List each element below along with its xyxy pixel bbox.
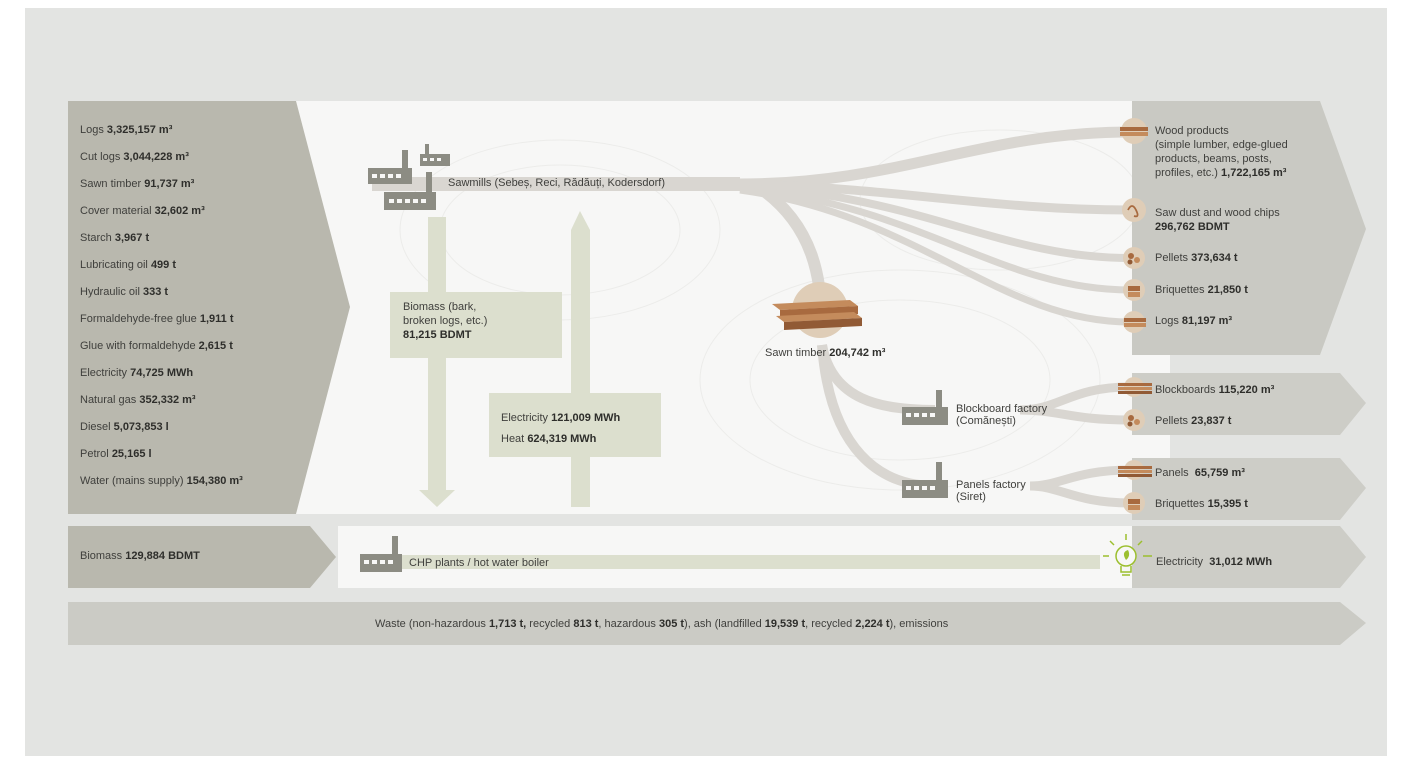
sawmills-label: Sawmills (Sebeș, Reci, Rădăuți, Kodersdo… [448,177,666,189]
energy-box [489,393,661,457]
briquettes-label: Briquettes 21,850 t [1155,284,1248,296]
briquettes-icon [1123,279,1145,301]
lightbulb-icon [1103,534,1152,576]
input-item: Hydraulic oil 333 t [80,286,169,298]
input-item: Sawn timber 91,737 m³ [80,178,195,190]
blockboard-pellets-label: Pellets 23,837 t [1155,415,1232,427]
input-item: Cut logs 3,044,228 m³ [80,151,189,163]
waste-label: Waste (non-hazardous 1,713 t, recycled 8… [375,618,949,630]
input-item: Natural gas 352,332 m³ [80,394,196,406]
blockboard-outputs-band [1132,373,1366,435]
input-item: Petrol 25,165 l [80,448,152,460]
input-item: Glue with formaldehyde 2,615 t [80,340,233,352]
sawn-timber-icon [772,300,862,330]
input-item: Water (mains supply) 154,380 m³ [80,475,243,487]
blockboards-icon [1118,377,1152,397]
input-item: Cover material 32,602 m³ [80,205,205,217]
sawdust-icon [1122,198,1146,222]
wood-products-icon [1120,118,1148,144]
panels-label: Panels 65,759 m³ [1155,467,1245,479]
input-item: Formaldehyde-free glue 1,911 t [80,313,234,325]
panels-outputs-band [1132,458,1366,520]
waste-band [68,602,1366,645]
electricity-output-label: Electricity 31,012 MWh [1156,556,1273,568]
input-item: Diesel 5,073,853 l [80,421,169,433]
biomass-down-arrow [419,217,455,507]
panels-factory-label: Panels factory (Siret) [956,479,1026,503]
panels-icon [1118,460,1152,480]
briquettes-2-icon [1123,492,1145,514]
energy-up-arrow [571,211,590,507]
logs-output-label: Logs 81,197 m³ [1155,315,1233,327]
biomass-internal-label: Biomass (bark, broken logs, etc.) 81,215… [403,301,488,341]
outputs-band [1132,101,1366,355]
input-item: Starch 3,967 t [80,232,150,244]
sawdust-label: Saw dust and wood chips 296,762 BDMT [1155,207,1280,233]
panels-briquettes-label: Briquettes 15,395 t [1155,498,1248,510]
logs-icon [1123,311,1146,333]
blockboards-label: Blockboards 115,220 m³ [1155,384,1275,396]
blockboard-factory-label: Blockboard factory (Comănești) [956,403,1048,427]
panels-factory-icon [902,462,948,498]
pellets-icon [1123,247,1145,269]
biomass-box [390,292,562,358]
input-item: Electricity 74,725 MWh [80,367,194,379]
blockboard-factory-icon [902,390,948,425]
chp-flow-band [395,555,1100,569]
pellets-2-icon [1123,409,1145,431]
inputs-band [68,101,350,514]
pellets-label: Pellets 373,634 t [1155,252,1238,264]
chp-label: CHP plants / hot water boiler [409,557,549,569]
wood-products-label: Wood products (simple lumber, edge-glued… [1155,125,1288,179]
chp-factory-icon [360,536,402,572]
electricity-output-band [1132,526,1366,588]
sawn-timber-label: Sawn timber 204,742 m³ [765,347,886,359]
energy-internal-label: Electricity 121,009 MWh Heat 624,319 MWh [501,412,621,445]
input-item: Logs 3,325,157 m³ [80,124,173,136]
sawmill-factory-icon [368,144,450,210]
biomass-input-label: Biomass 129,884 BDMT [80,550,200,562]
input-item: Lubricating oil 499 t [80,259,177,271]
biomass-input-band [68,526,336,588]
